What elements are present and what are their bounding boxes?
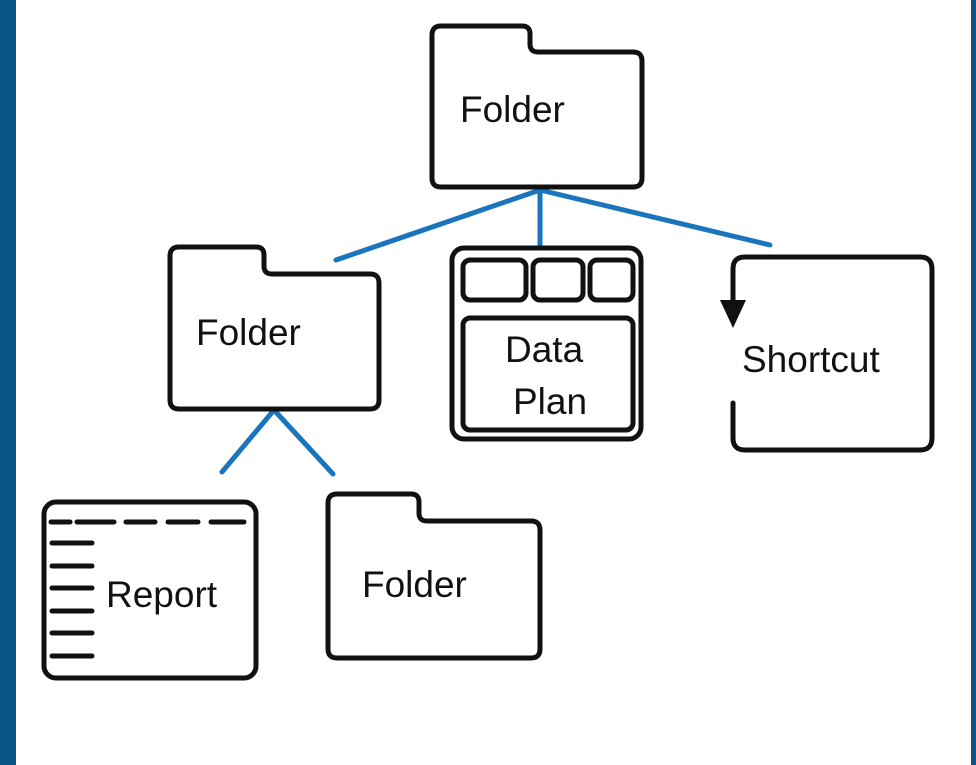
sub-folder-node[interactable]: Folder xyxy=(325,491,543,661)
report-node[interactable]: Report xyxy=(41,499,259,681)
data-plan-node[interactable]: Data Plan xyxy=(449,245,644,442)
shortcut-arrow-icon xyxy=(730,254,935,453)
sub-folder-label: Folder xyxy=(362,564,467,605)
connector-folder-to-subfolder xyxy=(271,407,336,477)
shortcut-node[interactable]: Shortcut xyxy=(720,254,935,453)
connector-root-to-shortcut xyxy=(537,187,773,248)
shortcut-label: Shortcut xyxy=(742,339,881,380)
root-folder-label: Folder xyxy=(460,89,565,130)
connector-folder-to-report xyxy=(219,407,277,475)
root-folder-node[interactable]: Folder xyxy=(429,23,645,190)
child-folder-label: Folder xyxy=(196,312,301,353)
folder-icon xyxy=(325,491,543,661)
connectors xyxy=(219,187,773,477)
folder-icon xyxy=(429,23,645,190)
child-folder-node[interactable]: Folder xyxy=(167,244,382,412)
report-icon xyxy=(41,499,259,681)
connector-root-to-folder xyxy=(333,187,543,263)
data-plan-label-line2: Plan xyxy=(513,381,587,422)
report-label: Report xyxy=(106,574,218,615)
diagram-canvas xyxy=(16,0,971,765)
arrow-head-icon xyxy=(720,300,746,328)
data-plan-icon xyxy=(449,245,644,442)
folder-icon xyxy=(167,244,382,412)
data-plan-label-line1: Data xyxy=(505,329,584,370)
